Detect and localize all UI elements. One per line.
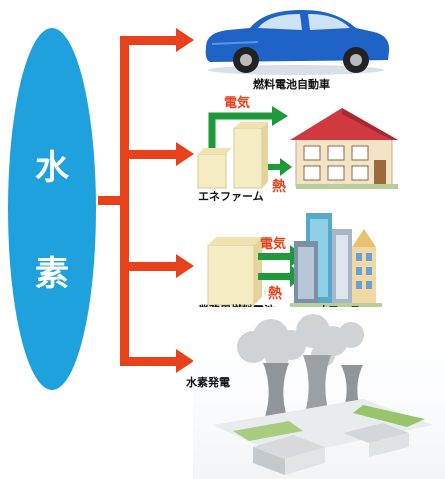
- red-arrow-group: [98, 28, 194, 373]
- hydrogen-ellipse: [8, 28, 96, 390]
- branch-label-enefarm: エネファーム: [198, 190, 264, 203]
- electricity-label-1: 電気: [224, 96, 251, 111]
- branch-label-power: 水素発電: [186, 376, 230, 389]
- trunk-stem: [98, 196, 124, 205]
- branch-3-line: [120, 262, 178, 271]
- branch-4-head: [176, 349, 194, 373]
- branch-4-line: [120, 357, 178, 366]
- branch-2-line: [120, 150, 178, 159]
- heat-label-2: 熱: [268, 286, 282, 302]
- branch-label-fcv: 燃料電池自動車: [253, 78, 330, 91]
- branch-2-head: [176, 142, 194, 166]
- power-plant-photo: [193, 307, 445, 479]
- heat-label-1: 熱: [272, 179, 286, 195]
- car-icon: [205, 10, 390, 75]
- branch-1-head: [176, 28, 194, 52]
- electricity-label-2: 電気: [260, 237, 287, 252]
- trunk-vertical: [120, 36, 129, 366]
- hydrogen-char-1: 水: [35, 148, 69, 188]
- enefarm-illustration: [197, 106, 398, 189]
- commercial-fuelcell-illustration: [207, 213, 382, 309]
- branch-3-head: [176, 254, 194, 278]
- hydrogen-char-2: 素: [35, 254, 69, 294]
- power-plant-icon: [213, 314, 433, 475]
- branch-1-line: [120, 36, 178, 45]
